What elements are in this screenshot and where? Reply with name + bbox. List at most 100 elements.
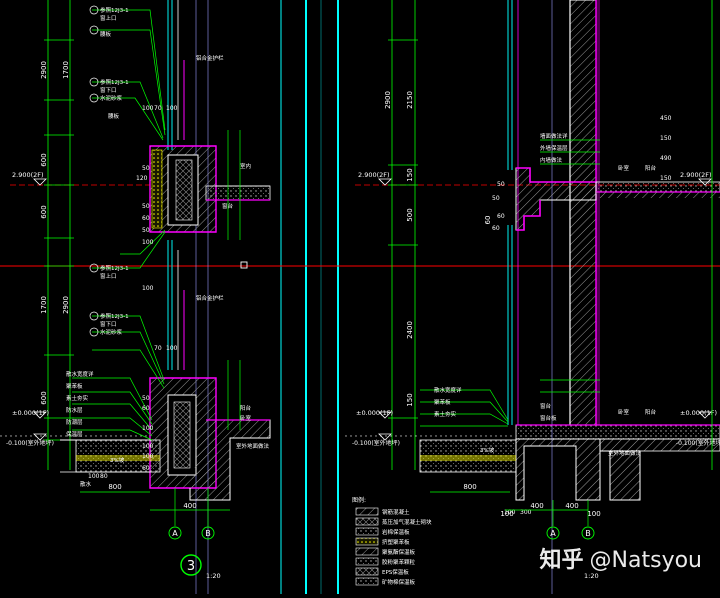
note-left: 卧室 <box>240 414 252 422</box>
dim-bottom-right: 100 <box>500 510 513 518</box>
note-left: 窗上口 <box>100 14 117 22</box>
note-left: 参照12J3-1 <box>100 264 129 272</box>
dim-left-small: 80 <box>100 473 108 480</box>
dim-left-small: 120 <box>136 175 148 182</box>
watermark-logo: 知乎 <box>539 548 584 573</box>
sheet-frame <box>280 0 339 594</box>
dim-right-small: 150 <box>660 175 672 182</box>
level-markers-right: 2.900(2F) ±0.000(1F) -0.100(室外地坪) 2.900(… <box>352 0 720 470</box>
legend-item-label: 挤塑聚苯板 <box>382 538 410 546</box>
note-right: 阳台 <box>645 408 657 416</box>
level-markers-left: 2.900(2F) ±0.000(1F) -0.100(室外地坪) <box>6 171 54 447</box>
dim-left-small: 50 <box>142 165 150 172</box>
dim-left-small: 100 <box>88 473 100 480</box>
dim-left-small: 100 <box>142 453 154 460</box>
dim-left-vertical: 2900 <box>62 296 70 314</box>
note-right: 卧室 <box>618 164 630 172</box>
note-left: 3%坡 <box>110 456 125 464</box>
note-left: 腰板 <box>108 112 120 120</box>
dim-right-vertical: 2900 <box>384 91 392 109</box>
dim-left-small: 60 <box>142 465 150 472</box>
note-left: 铝合金护栏 <box>196 294 224 302</box>
legend-swatch <box>355 567 379 576</box>
watermark: 知乎@Natsyou <box>540 542 702 574</box>
dim-left-vertical: 1700 <box>62 61 70 79</box>
note-left: 防水层 <box>66 406 83 414</box>
note-right: 素土夯实 <box>434 410 457 418</box>
legend-title: 图例: <box>352 496 366 504</box>
note-left: 室外地面做法 <box>236 442 270 450</box>
note-right: 窗台板 <box>540 414 557 422</box>
dim-left-small: 70 <box>154 105 162 112</box>
note-left: 参照12J3-1 <box>100 78 129 86</box>
dim-bottom-left: 400 <box>183 502 196 510</box>
dim-left-small: 50 <box>142 227 150 234</box>
legend: 图例: 钢筋混凝土蒸压加气混凝土砌块岩棉保温板挤塑聚苯板聚氨酯保温板胶粉聚苯颗粒… <box>352 496 432 586</box>
dim-left-small: 50 <box>142 395 150 402</box>
legend-item-label: 钢筋混凝土 <box>382 508 410 516</box>
note-left: 散水宽度详 <box>66 370 94 378</box>
note-left: 参照12J3-1 <box>100 6 129 14</box>
level-exterior-left: -0.100(室外地坪) <box>6 439 54 447</box>
level-2f-right: 2.900(2F) <box>358 171 390 179</box>
dim-bottom-right: 800 <box>463 483 476 491</box>
dim-bottom-right: 400 <box>565 502 578 510</box>
dim-bottom-left: 800 <box>108 483 121 491</box>
dim-bottom-right: 100 <box>587 510 600 518</box>
note-left: 聚苯板 <box>66 382 83 390</box>
scale-right: 1:20 <box>584 572 599 580</box>
level-1f-far-right: ±0.000(1F) <box>680 409 717 417</box>
legend-item-label: EPS保温板 <box>382 568 409 576</box>
dim-left-small: 60 <box>142 405 150 412</box>
note-right: 外墙保温层 <box>540 144 568 152</box>
dim-right-vertical: 2150 <box>406 91 414 109</box>
dim-left-small: 100 <box>142 239 154 246</box>
dim-right-vertical: 150 <box>406 168 414 181</box>
legend-item-label: 胶粉聚苯颗粒 <box>382 558 416 566</box>
axis-b-right: B <box>585 529 591 538</box>
dim-right-small: 60 <box>492 225 500 232</box>
axis-a-left: A <box>172 529 178 538</box>
dim-left-small: 60 <box>142 215 150 222</box>
note-left: 防潮层 <box>66 418 83 426</box>
dim-left-small: 100 <box>142 105 154 112</box>
legend-swatch <box>355 517 379 526</box>
note-left: 窗下口 <box>100 86 117 94</box>
note-right: 墙面做法详 <box>540 132 568 140</box>
legend-swatch <box>355 547 379 556</box>
level-exterior-right: -0.100(室外地坪) <box>352 439 400 447</box>
dim-right-small: 100 <box>504 509 516 516</box>
dim-left-small: 70 <box>154 345 162 352</box>
dim-left-vertical: 600 <box>40 205 48 218</box>
note-left: 铝合金护栏 <box>196 54 224 62</box>
dim-left-small: 100 <box>142 443 154 450</box>
note-right: 窗台 <box>540 402 552 410</box>
dim-right-small: 450 <box>660 115 672 122</box>
dim-left-small: 100 <box>142 285 154 292</box>
legend-swatch <box>355 557 379 566</box>
note-left: 窗下口 <box>100 320 117 328</box>
dim-right-small: 50 <box>492 195 500 202</box>
dim-left-vertical: 600 <box>40 391 48 404</box>
legend-item-label: 聚氨酯保温板 <box>382 548 416 556</box>
note-right: 3%坡 <box>480 446 495 454</box>
level-2f-left: 2.900(2F) <box>12 171 44 179</box>
level-exterior-far-right: -0.100(室外地坪) <box>676 439 720 447</box>
note-left: 散水 <box>80 480 92 488</box>
watermark-handle: @Natsyou <box>589 548 702 573</box>
axis-b-left: B <box>205 529 211 538</box>
legend-swatch <box>355 577 379 586</box>
dim-right-small: 60 <box>497 213 505 220</box>
note-left: 素土夯实 <box>66 394 89 402</box>
detail-number: 3 <box>187 559 195 574</box>
note-left: 水泥砂浆 <box>100 328 123 336</box>
cursor-pickbox <box>240 261 248 269</box>
dim-left-vertical: 600 <box>40 153 48 166</box>
note-left: 窗上口 <box>100 272 117 280</box>
dim-left-small: 100 <box>166 105 178 112</box>
legend-swatch <box>355 507 379 516</box>
